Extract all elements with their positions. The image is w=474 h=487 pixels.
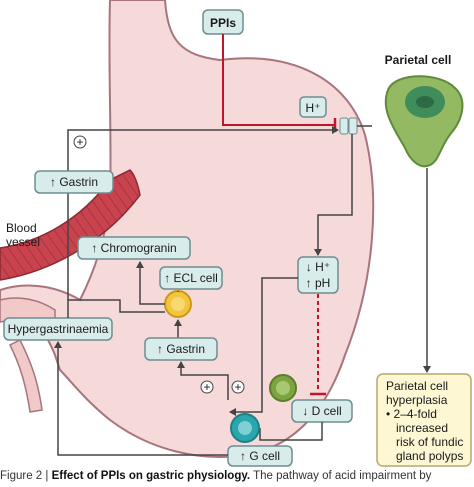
gcell-to-hypergastrinaemia-arrow [54, 341, 228, 456]
g-cell-label: ↑ G cell [240, 449, 280, 463]
lumen-ph-box [297, 256, 339, 294]
lumen-ph-label: ↑ pH [306, 276, 331, 290]
chromogranin-box [77, 236, 191, 260]
proton-pump-icon [339, 117, 372, 135]
d-cell-label: ↓ D cell [302, 404, 341, 418]
g-cell-box [227, 445, 293, 467]
gcell-to-gastrin-arrow [177, 361, 229, 400]
gastrin-top-box [34, 170, 114, 194]
hypergastrinaemia-to-gastrin-arrow [67, 299, 165, 318]
hypergastrinaemia-box [3, 317, 113, 341]
ecl-cell-box [159, 266, 223, 290]
figure-caption: Figure 2 | Effect of PPIs on gastric phy… [0, 470, 474, 487]
plus-circle-gcell-left [200, 380, 214, 394]
plus-sign-gcell-right: + [234, 380, 241, 394]
hyperplasia-bullet-line4: gland polyps [396, 449, 463, 463]
hypergastrinaemia-label: Hypergastrinaemia [8, 322, 109, 336]
gastric-physiology-diagram: PPIs H⁺ Parietal cell + ↑ Gastrin Blood … [0, 0, 472, 467]
gastrin-mid-label: ↑ Gastrin [157, 342, 205, 356]
gastrin-to-parietal-arrow [67, 126, 339, 300]
hyperplasia-box [376, 373, 472, 467]
ecl-cell-label: ↑ ECL cell [164, 271, 218, 285]
h-plus-label: H⁺ [306, 101, 321, 115]
hyperplasia-title-line2: hyperplasia [386, 393, 448, 407]
plus-circle-top [73, 135, 87, 149]
plus-sign-top: + [76, 135, 83, 149]
blood-vessel-label-line1: Blood [6, 221, 37, 235]
ecl-to-chromogranin-arrow [136, 261, 165, 305]
hyperplasia-bullet-line3: risk of fundic [396, 435, 463, 449]
gastrin-top-label: ↑ Gastrin [50, 175, 98, 189]
gastrin-mid-box [144, 337, 218, 361]
g-cell-icon [230, 413, 260, 443]
hyperplasia-title-line1: Parietal cell [386, 379, 448, 393]
pump-to-lumen-arrow [314, 134, 353, 256]
caption-rest: The pathway of acid impairment by [250, 470, 432, 482]
parietal-cell-icon [384, 75, 464, 168]
caption-prefix: Figure 2 | [0, 470, 52, 482]
lumen-h-label: ↓ H⁺ [306, 260, 330, 274]
plus-sign-gcell-left: + [203, 380, 210, 394]
dcell-to-gcell-arrow [259, 422, 323, 441]
parietal-cell-label: Parietal cell [385, 53, 452, 67]
blood-vessel-label-line2: vessel [6, 235, 40, 249]
d-cell-icon [269, 374, 297, 402]
h-plus-box [299, 96, 327, 118]
ecl-cell-icon [164, 290, 192, 318]
blood-vessel [0, 169, 141, 281]
plus-circle-gcell-right [231, 380, 245, 394]
ppi-inhibition-line [222, 34, 335, 126]
hyperplasia-bullet-line2: increased [396, 421, 448, 435]
lumen-to-gcell-arrow [229, 277, 298, 416]
ppis-label: PPIs [210, 16, 236, 30]
caption-bold: Effect of PPIs on gastric physiology. [51, 470, 251, 482]
chromogranin-label: ↑ Chromogranin [91, 241, 176, 255]
hyperplasia-bullet-line1: • 2–4-fold [386, 407, 437, 421]
duodenum-lower [8, 338, 43, 413]
